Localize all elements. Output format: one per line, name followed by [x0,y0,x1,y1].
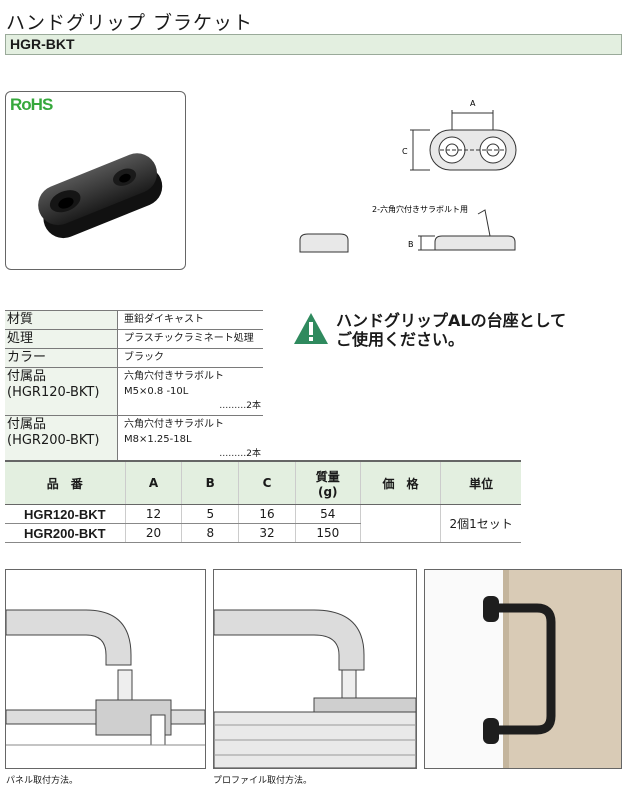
cell-mass: 150 [294,523,361,543]
price-table: 品 番 A B C 質量(g) 価 格 単位 HGR120-BKT 12 5 1… [5,460,521,543]
spec-row: カラー ブラック [5,348,263,368]
cell-unit: 2個1セット [440,504,521,543]
col-a: A [124,461,182,505]
caption-panel: パネル取付方法。 [6,776,79,786]
cell-b: 5 [181,504,239,524]
spec-value: ブラック [117,348,263,368]
panel-mount-illustration [5,569,206,769]
technical-drawing: A C B 2-六角穴付きサラボルト用 [290,92,530,272]
model-bar: HGR-BKT [5,34,622,55]
spec-value: プラスチックラミネート処理 [117,329,263,349]
table-row: HGR200-BKT 20 8 32 150 [5,523,521,543]
col-mass: 質量(g) [294,461,361,505]
cell-a: 20 [124,523,182,543]
spec-table: 材質 亜鉛ダイキャスト 処理 プラスチックラミネート処理 カラー ブラック 付属… [5,310,263,464]
cell-c: 16 [238,504,296,524]
rohs-badge: RoHS [10,95,53,114]
table-row: HGR120-BKT 12 5 16 54 2個1セット [5,504,521,543]
col-price: 価 格 [359,461,441,505]
page-title: ハンドグリップ ブラケット [6,12,254,34]
spec-key: 処理 [5,329,118,349]
installed-handle-photo [424,569,622,769]
spec-value: 六角穴付きサラボルト M8×1.25-18L………2本 [117,415,263,464]
dim-c-label: C [402,147,408,156]
bolt-note: 2-六角穴付きサラボルト用 [372,204,468,214]
spec-value: 六角穴付きサラボルト M5×0.8 -10L………2本 [117,367,263,416]
spec-key: カラー [5,348,118,368]
warning-triangle-icon [293,312,329,349]
cell-b: 8 [181,523,239,543]
cell-price [359,504,441,543]
warning-text: ハンドグリップALの台座として ご使用ください。 [336,311,567,349]
cell-part: HGR120-BKT [5,504,126,524]
cell-a: 12 [124,504,182,524]
col-c: C [238,461,296,505]
spec-key: 材質 [5,310,118,330]
caption-profile: プロファイル取付方法。 [213,776,313,786]
spec-row: 処理 プラスチックラミネート処理 [5,329,263,349]
profile-mount-illustration [213,569,417,769]
col-part: 品 番 [5,461,126,505]
spec-row: 付属品(HGR200-BKT) 六角穴付きサラボルト M8×1.25-18L……… [5,415,263,464]
col-b: B [181,461,239,505]
dim-b-label: B [408,240,414,249]
bracket-photo-drawing [38,153,163,239]
spec-key: 付属品(HGR200-BKT) [5,415,118,464]
dim-a-label: A [470,99,476,108]
spec-key: 付属品(HGR120-BKT) [5,367,118,416]
spec-row: 材質 亜鉛ダイキャスト [5,310,263,330]
cell-mass: 54 [294,504,361,524]
cell-c: 32 [238,523,296,543]
spec-value: 亜鉛ダイキャスト [117,310,263,330]
cell-part: HGR200-BKT [5,523,126,543]
col-unit: 単位 [440,461,521,505]
spec-row: 付属品(HGR120-BKT) 六角穴付きサラボルト M5×0.8 -10L……… [5,367,263,416]
product-photo [5,91,186,270]
